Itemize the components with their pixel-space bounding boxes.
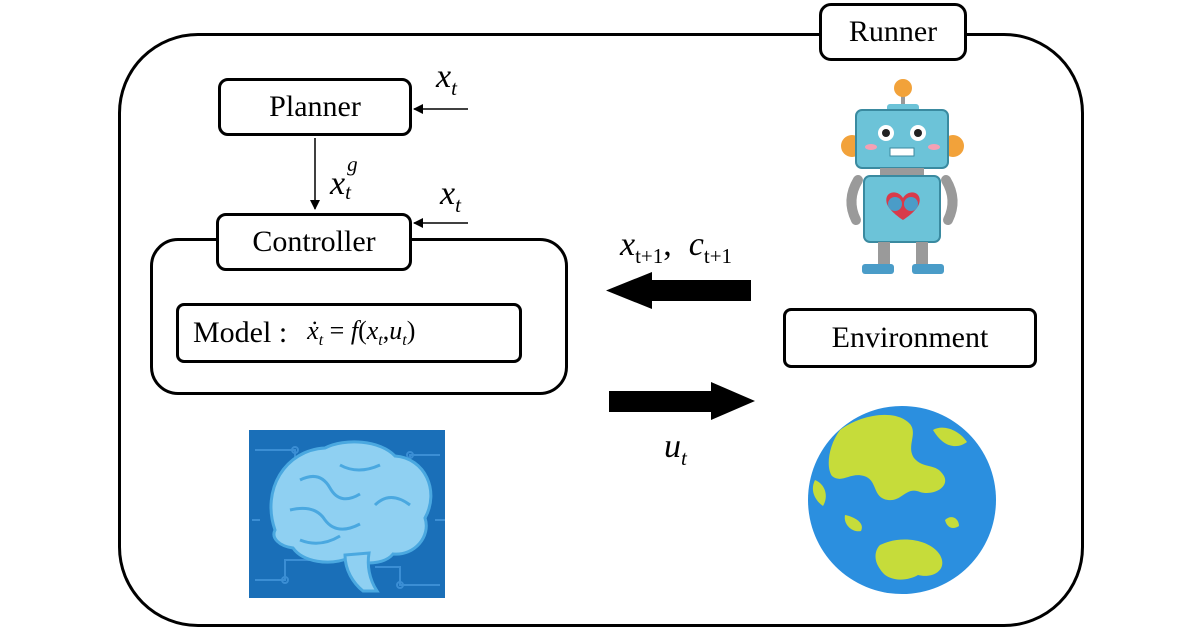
action-label: ut [664, 428, 687, 470]
controller-label: Controller [216, 213, 412, 271]
runner-frame [118, 33, 1084, 627]
environment-box: Environment [783, 308, 1037, 368]
robot-icon [841, 79, 964, 274]
planner-input-label: xt [436, 58, 457, 100]
model-equation: ẋt = f(xt,ut) [307, 315, 416, 350]
earth-globe-icon [808, 406, 996, 594]
planner-box: Planner [218, 78, 412, 136]
action-arrow-icon [609, 382, 755, 420]
controller-input-label: xt [440, 175, 461, 217]
runner-label: Runner [819, 3, 967, 61]
feedback-arrow-icon [606, 272, 751, 309]
feedback-label: xt+1, ct+1 [620, 226, 733, 268]
model-box: Model : ẋt = f(xt,ut) [176, 303, 522, 363]
brain-icon [249, 430, 445, 598]
model-label: Model : [193, 316, 288, 349]
